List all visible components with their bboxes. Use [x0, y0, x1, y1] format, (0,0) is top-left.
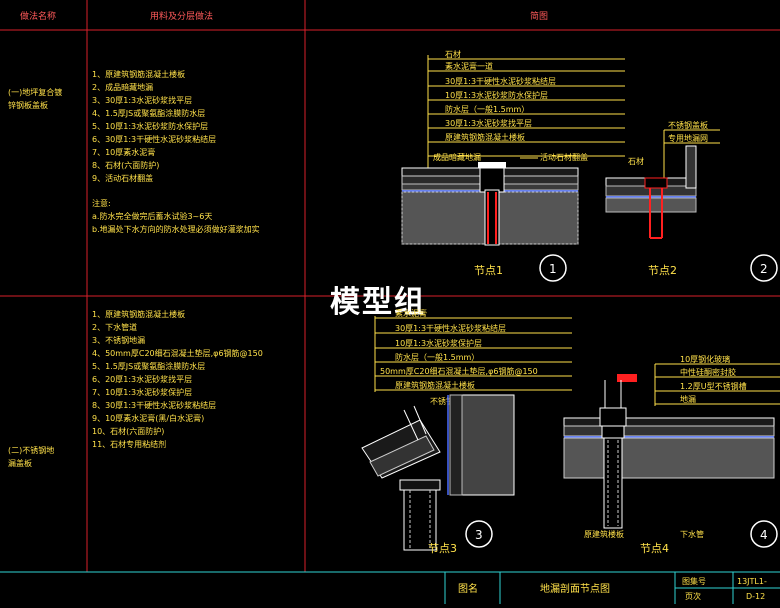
- node3-label: 防水层（一般1.5mm）: [395, 352, 479, 362]
- node2-diagram: 不锈钢盖板 专用地漏网 石材: [605, 120, 720, 239]
- node4-label: 10厚钢化玻璃: [680, 354, 730, 364]
- node1-label: 防水层（一般1.5mm）: [445, 104, 529, 114]
- node1-diagram: 石材 素水泥膏一道 30厚1:3干硬性水泥砂浆粘结层 10厚1:3水泥砂浆防水保…: [401, 49, 625, 246]
- layer-item: 2、下水管道: [92, 322, 137, 332]
- note-title: 注意:: [92, 198, 111, 208]
- node2-left-label: 石材: [628, 156, 644, 166]
- layer-item: 8、石材(六面防护): [92, 160, 159, 170]
- table-frame: [0, 0, 780, 572]
- set-number: 13JTL1-: [737, 577, 767, 586]
- node4-label: 地漏: [680, 394, 696, 404]
- node2-caption: 节点2: [648, 264, 677, 277]
- layer-item: 7、10厚1:3水泥砂浆保护层: [92, 387, 192, 397]
- layer-item: 5、1.5厚JS或聚氨酯涂膜防水层: [92, 361, 205, 371]
- section2-layers: 1、原建筑钢筋混凝土楼板 2、下水管道 3、不锈钢地漏 4、50mm厚C20细石…: [92, 309, 263, 449]
- layer-item: 11、石材专用粘结剂: [92, 439, 166, 449]
- node1-label: 成品暗藏地漏: [433, 152, 481, 162]
- note-item: b.地漏处下水方向的防水处理必须做好灌浆加实: [92, 224, 260, 234]
- layer-item: 2、成品暗藏地漏: [92, 82, 153, 92]
- set-number-label: 图集号: [682, 576, 706, 586]
- layer-item: 10、石材(六面防护): [92, 426, 164, 436]
- note-item: a.防水完全做完后蓄水试验3~6天: [92, 211, 212, 221]
- layer-item: 8、30厚1:3干硬性水泥砂浆粘结层: [92, 400, 216, 410]
- node4-diagram: 10厚钢化玻璃 中性硅酮密封胶 1.2厚U型不锈钢槽 地漏 原建筑楼板 下水管: [563, 354, 780, 539]
- node4-accent: [617, 374, 637, 382]
- node2-marker: [750, 254, 778, 282]
- watermark: 模型组: [330, 285, 426, 320]
- layer-item: 4、50mm厚C20细石混凝土垫层,φ6钢筋@150: [92, 348, 263, 358]
- layer-item: 1、原建筑钢筋混凝土楼板: [92, 309, 185, 319]
- layer-item: 4、1.5厚JS或聚氨酯涂膜防水层: [92, 108, 205, 118]
- node1-label: 30厚1:3水泥砂浆找平层: [445, 118, 532, 128]
- section2-name-line1: (二)不锈钢地: [8, 445, 54, 455]
- node3-number: 3: [475, 528, 483, 542]
- node1-marker: [539, 254, 567, 282]
- section1-name-line2: 锌钢板盖板: [8, 100, 48, 110]
- layer-item: 9、活动石材翻盖: [92, 173, 153, 183]
- node4-label: 中性硅酮密封胶: [680, 367, 736, 377]
- drawing-name: 地漏剖面节点图: [540, 582, 610, 595]
- layer-item: 5、10厚1:3水泥砂浆防水保护层: [92, 121, 208, 131]
- node4-bottom-right-label: 下水管: [680, 529, 704, 539]
- section1-layers: 1、原建筑钢筋混凝土楼板 2、成品暗藏地漏 3、30厚1:3水泥砂浆找平层 4、…: [92, 69, 216, 183]
- layer-item: 6、20厚1:3水泥砂浆找平层: [92, 374, 192, 384]
- layer-item: 6、30厚1:3干硬性水泥砂浆粘结层: [92, 134, 216, 144]
- node4-label: 1.2厚U型不锈钢槽: [680, 381, 747, 391]
- section1-name-line1: (一)地坪复合镀: [8, 87, 62, 97]
- node4-bottom-left-label: 原建筑楼板: [584, 529, 624, 539]
- node1-label: 素水泥膏一道: [445, 61, 493, 71]
- layer-item: 3、不锈钢地漏: [92, 335, 145, 345]
- node2-label: 专用地漏网: [668, 133, 708, 143]
- node1-label: 原建筑钢筋混凝土楼板: [445, 132, 525, 142]
- node2-number: 2: [760, 262, 768, 276]
- node1-number: 1: [549, 262, 557, 276]
- node1-side-label: 活动石材翻盖: [540, 152, 588, 162]
- node3-label: 10厚1:3水泥砂浆保护层: [395, 338, 482, 348]
- node3-label: 原建筑钢筋混凝土楼板: [395, 380, 475, 390]
- layer-item: 9、10厚素水泥膏(黑/白水泥膏): [92, 413, 204, 423]
- node1-label: 石材: [445, 49, 461, 59]
- title-frame: [0, 571, 780, 604]
- header-name: 做法名称: [20, 10, 56, 22]
- node3-diagram: 素水泥膏 30厚1:3干硬性水泥砂浆粘结层 10厚1:3水泥砂浆保护层 防水层（…: [361, 308, 572, 551]
- section2-name-line2: 漏盖板: [8, 458, 32, 468]
- node3-marker: [465, 520, 493, 548]
- node3-label: 50mm厚C20细石混凝土垫层,φ6钢筋@150: [380, 366, 538, 376]
- node2-label: 不锈钢盖板: [668, 120, 708, 130]
- node4-number: 4: [760, 528, 768, 542]
- page-number: D-12: [746, 592, 765, 601]
- node1-label: 30厚1:3干硬性水泥砂浆粘结层: [445, 76, 556, 86]
- layer-item: 7、10厚素水泥膏: [92, 147, 155, 157]
- header-materials: 用料及分层做法: [150, 10, 213, 22]
- node3-label: 素水泥膏: [395, 308, 427, 318]
- node3-caption: 节点3: [428, 542, 457, 555]
- layer-item: 1、原建筑钢筋混凝土楼板: [92, 69, 185, 79]
- node1-labels: 石材 素水泥膏一道 30厚1:3干硬性水泥砂浆粘结层 10厚1:3水泥砂浆防水保…: [433, 49, 556, 162]
- header-diagram: 简图: [530, 10, 548, 22]
- layer-item: 3、30厚1:3水泥砂浆找平层: [92, 95, 192, 105]
- node1-label: 10厚1:3水泥砂浆防水保护层: [445, 90, 548, 100]
- drawing-name-label: 图名: [458, 582, 478, 595]
- node4-marker: [750, 520, 778, 548]
- node3-label: 30厚1:3干硬性水泥砂浆粘结层: [395, 323, 506, 333]
- page-label: 页次: [685, 591, 701, 601]
- node1-caption: 节点1: [474, 264, 503, 277]
- node4-caption: 节点4: [640, 542, 669, 555]
